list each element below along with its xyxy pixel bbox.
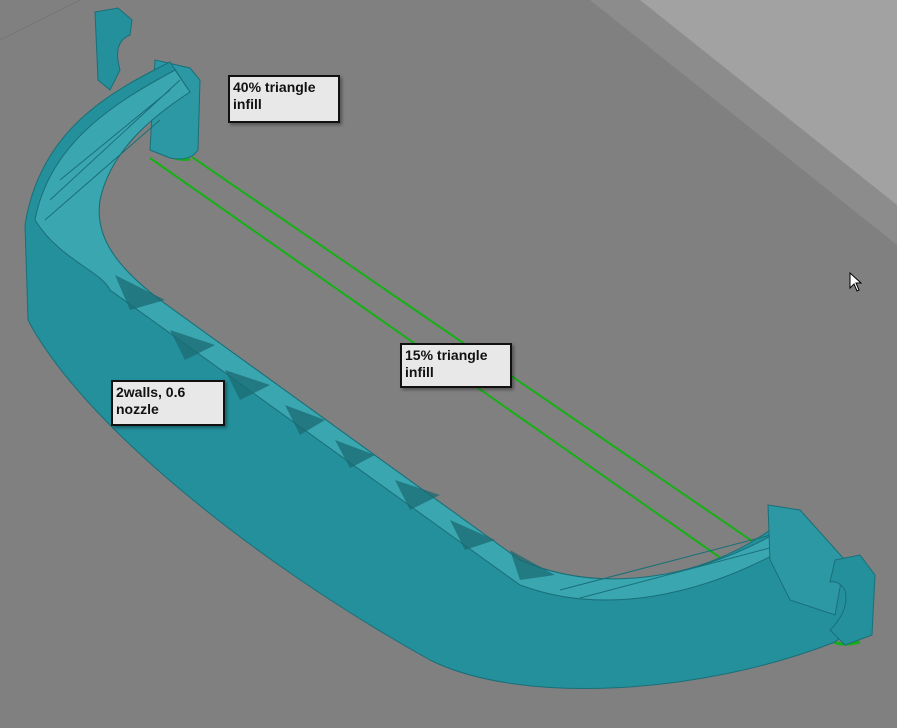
- lattice-lines: [44, 79, 801, 599]
- infill-triangles: [115, 275, 555, 580]
- mouse-cursor-icon: [849, 272, 863, 292]
- bed-edge-far: [640, 0, 897, 205]
- left-hook: [94, 7, 133, 91]
- right-end-block: [767, 504, 846, 616]
- right-hook: [829, 554, 876, 646]
- bed-edge-line: [0, 0, 81, 41]
- annotation-middle-infill: 15% triangle infill: [400, 343, 512, 388]
- annotation-top-infill: 40% triangle infill: [228, 75, 340, 123]
- annotation-walls: 2walls, 0.6 nozzle: [111, 380, 225, 426]
